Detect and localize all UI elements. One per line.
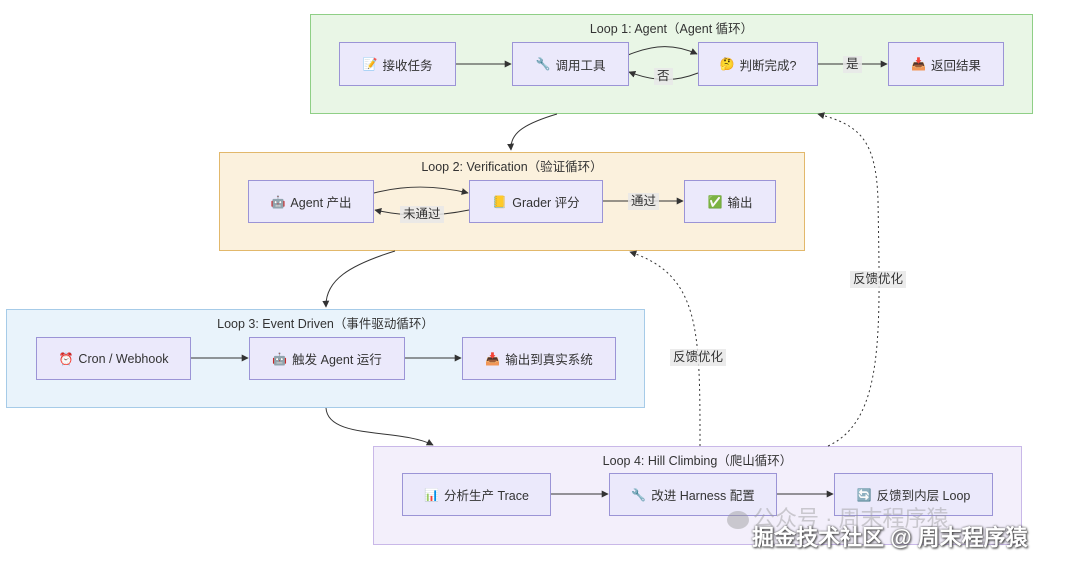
arrows-cycle-icon: 🔄 xyxy=(856,487,872,502)
node-label-grader-score: Grader 评分 xyxy=(512,196,580,210)
node-cron-webhook[interactable]: ⏰ Cron / Webhook xyxy=(36,337,191,380)
cluster-title-loop-4: Loop 4: Hill Climbing（爬山循环） xyxy=(602,454,793,468)
node-call-tool[interactable]: 🔧 调用工具 xyxy=(512,42,629,86)
alarm-clock-icon: ⏰ xyxy=(58,351,74,366)
node-label-call-tool: 调用工具 xyxy=(555,58,606,73)
node-output[interactable]: ✅ 输出 xyxy=(684,180,776,223)
inbox-tray-icon: 📥 xyxy=(485,351,501,366)
edge-loop2-to-loop3 xyxy=(322,250,396,308)
inbox-tray-icon: 📥 xyxy=(911,57,926,71)
node-label-improve-harness: 改进 Harness 配置 xyxy=(651,489,755,503)
memo-icon: 📝 xyxy=(362,57,378,71)
node-label-output: 输出 xyxy=(727,196,753,210)
node-feedback-inner[interactable]: 🔄 反馈到内层 Loop xyxy=(834,473,993,516)
cluster-title-loop-3: Loop 3: Event Driven（事件驱动循环） xyxy=(217,317,434,331)
node-label-return-result: 返回结果 xyxy=(930,58,981,73)
node-receive-task[interactable]: 📝 接收任务 xyxy=(339,42,456,86)
cluster-title-loop-1: Loop 1: Agent（Agent 循环） xyxy=(589,22,754,36)
edge-label-feedback-2: 反馈优化 xyxy=(850,271,907,288)
robot-icon: 🤖 xyxy=(272,351,288,366)
edge-label-fail: 未通过 xyxy=(400,206,444,223)
cluster-title-loop-2: Loop 2: Verification（验证循环） xyxy=(421,160,603,174)
edge-loop3-to-loop4 xyxy=(325,407,434,446)
node-label-cron-webhook: Cron / Webhook xyxy=(78,351,169,366)
node-analyze-trace[interactable]: 📊 分析生产 Trace xyxy=(402,473,551,516)
node-label-agent-output: Agent 产出 xyxy=(290,196,352,210)
ledger-icon: 📒 xyxy=(492,194,508,209)
edge-agent-to-grader xyxy=(373,186,469,195)
node-label-analyze-trace: 分析生产 Trace xyxy=(443,489,529,503)
node-grader-score[interactable]: 📒 Grader 评分 xyxy=(469,180,603,223)
node-agent-output[interactable]: 🤖 Agent 产出 xyxy=(248,180,374,223)
edge-feedback-to-loop2 xyxy=(629,250,701,447)
edge-label-pass: 通过 xyxy=(628,193,660,210)
node-label-trigger-agent: 触发 Agent 运行 xyxy=(292,353,382,367)
edge-label-no: 否 xyxy=(654,68,673,85)
check-mark-icon: ✅ xyxy=(707,194,723,209)
edge-tool-to-judge xyxy=(627,46,698,56)
node-return-result[interactable]: 📥 返回结果 xyxy=(888,42,1004,86)
thinking-face-icon: 🤔 xyxy=(719,57,735,71)
node-improve-harness[interactable]: 🔧 改进 Harness 配置 xyxy=(609,473,777,516)
wrench-icon: 🔧 xyxy=(535,57,551,71)
node-label-judge-done: 判断完成? xyxy=(739,58,797,73)
edge-label-feedback-1: 反馈优化 xyxy=(670,349,727,366)
node-trigger-agent[interactable]: 🤖 触发 Agent 运行 xyxy=(249,337,405,380)
node-judge-done[interactable]: 🤔 判断完成? xyxy=(698,42,818,86)
node-label-receive-task: 接收任务 xyxy=(382,58,433,73)
edge-loop1-to-loop2 xyxy=(507,113,558,151)
edge-label-yes: 是 xyxy=(843,56,862,73)
bar-chart-icon: 📊 xyxy=(424,487,439,502)
wrench-icon: 🔧 xyxy=(631,487,647,502)
node-label-feedback-inner: 反馈到内层 Loop xyxy=(876,489,971,503)
node-label-output-real: 输出到真实系统 xyxy=(505,353,593,367)
node-output-real[interactable]: 📥 输出到真实系统 xyxy=(462,337,616,380)
robot-icon: 🤖 xyxy=(270,194,286,209)
